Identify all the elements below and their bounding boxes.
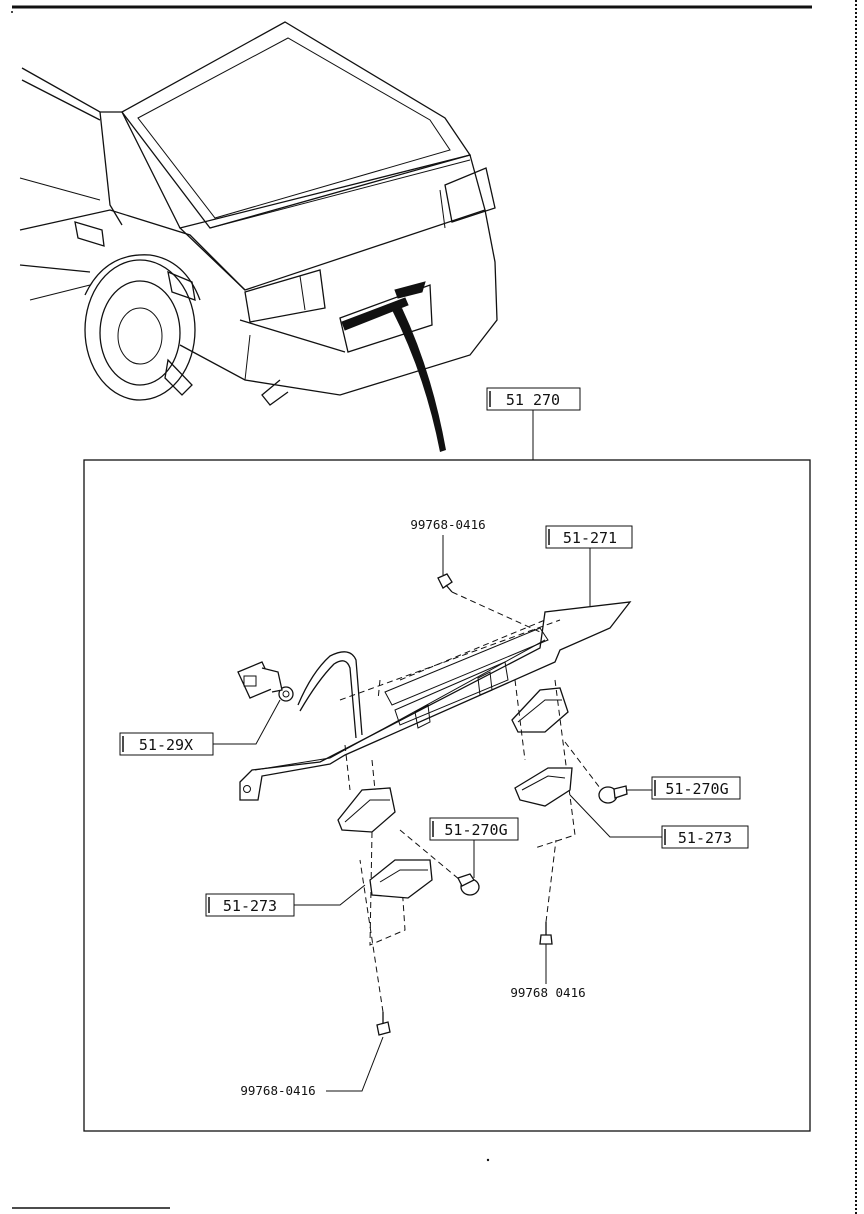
left-lamp-unit: [337, 744, 480, 946]
svg-text:99768-0416: 99768-0416: [240, 1083, 315, 1098]
svg-text:51-273: 51-273: [223, 897, 277, 915]
car-rear-illustration: [19, 21, 498, 406]
right-lamp-unit: [511, 679, 628, 849]
pointer-arrow: [392, 308, 446, 452]
wiring-harness: [237, 651, 363, 739]
speck: [486, 1158, 490, 1162]
svg-text:51-270G: 51-270G: [665, 780, 728, 798]
harness-callout: 51-29X: [119, 699, 281, 756]
screw-bottom-label: 99768-0416: [240, 1036, 384, 1098]
svg-text:51-270G: 51-270G: [444, 821, 507, 839]
svg-text:51-273: 51-273: [678, 829, 732, 847]
svg-text:99768-0416: 99768-0416: [410, 517, 485, 532]
screw-bottom: [359, 859, 391, 1036]
svg-text:99768 0416: 99768 0416: [510, 985, 585, 1000]
lamp-right-callout: 51-273: [569, 794, 749, 849]
screw-right: [539, 839, 557, 945]
svg-text:51-29X: 51-29X: [139, 736, 193, 754]
assembly-callout: 51 270: [486, 387, 581, 460]
svg-text:51 270: 51 270: [506, 391, 560, 409]
bulb-left-callout: 51-270G: [429, 817, 519, 878]
lamp-bracket: [239, 601, 632, 801]
screw-right-label: 99768 0416: [510, 944, 586, 1000]
screw-top: [437, 573, 541, 633]
detail-frame: [83, 459, 811, 1132]
screw-top-label: 99768-0416: [410, 517, 486, 575]
lamp-left-callout: 51-273: [205, 884, 366, 917]
bracket-callout: 51-271: [545, 525, 633, 606]
speck: [11, 11, 13, 13]
bulb-right-callout: 51-270G: [627, 776, 741, 800]
svg-text:51-271: 51-271: [563, 529, 617, 547]
